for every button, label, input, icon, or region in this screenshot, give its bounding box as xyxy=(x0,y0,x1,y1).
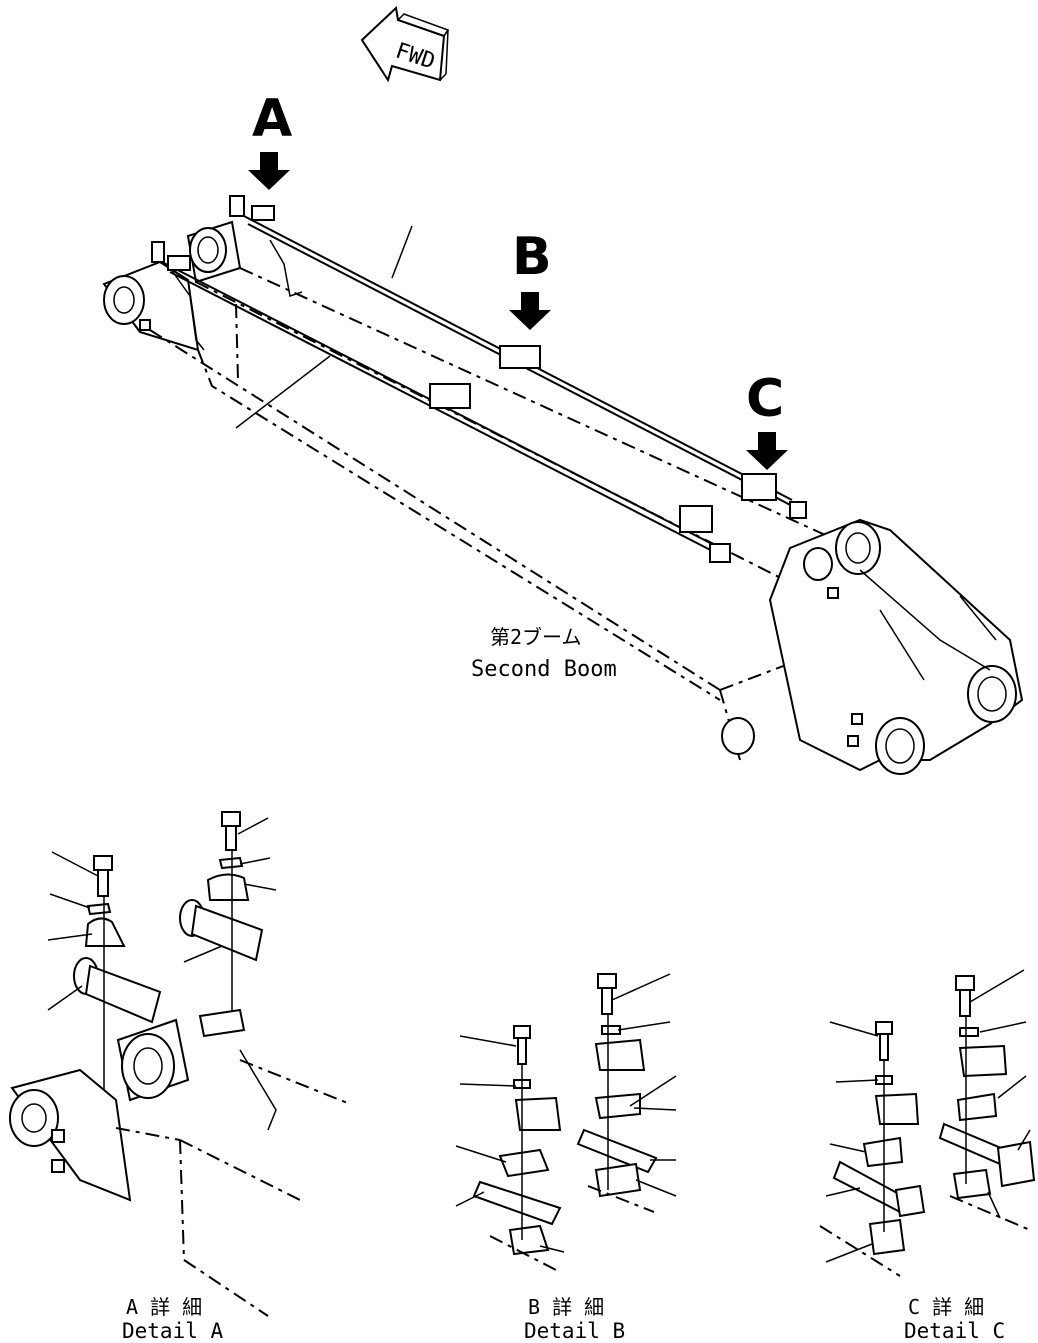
detail-a-drawing: A 詳 細 Detail A xyxy=(9,811,351,1343)
detail-c-en-label: Detail C xyxy=(904,1319,1005,1343)
detail-a-en-label: Detail A xyxy=(122,1319,224,1343)
callout-b: B xyxy=(509,227,552,330)
detail-b-drawing: B 詳 細 Detail B xyxy=(455,973,677,1343)
callout-a: A xyxy=(248,89,292,190)
callout-c: C xyxy=(746,369,788,470)
callout-b-arrow-icon xyxy=(509,292,551,330)
detail-b-en-label: Detail B xyxy=(524,1319,625,1343)
callout-a-arrow-icon xyxy=(248,152,290,190)
detail-a-jp-label: A 詳 細 xyxy=(126,1295,202,1319)
detail-b-jp-label: B 詳 細 xyxy=(528,1295,604,1319)
detail-c-jp-label: C 詳 細 xyxy=(908,1295,984,1319)
fwd-direction-marker: FWD xyxy=(360,5,450,83)
callout-c-arrow-icon xyxy=(746,432,788,470)
callout-b-letter: B xyxy=(512,227,552,287)
second-boom-jp-label: 第2ブーム xyxy=(490,625,581,649)
callout-a-letter: A xyxy=(252,89,292,149)
second-boom-en-label: Second Boom xyxy=(471,657,617,682)
detail-c-drawing: C 詳 細 Detail C xyxy=(819,969,1036,1343)
second-boom-drawing: 第2ブーム Second Boom xyxy=(102,195,1024,775)
callout-c-letter: C xyxy=(746,369,784,429)
